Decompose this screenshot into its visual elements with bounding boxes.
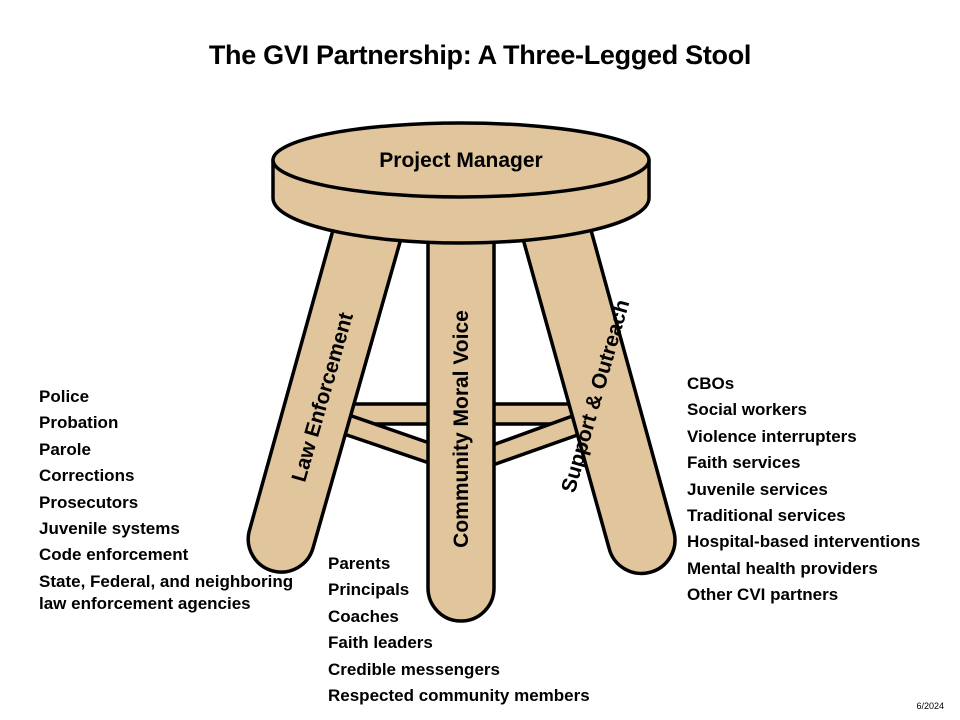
list-item: Coaches	[328, 606, 399, 626]
seat-label: Project Manager	[379, 149, 542, 172]
leg-law-enforcement	[246, 210, 406, 574]
list-item: Social workers	[687, 400, 808, 420]
list-item: CBOs	[687, 374, 735, 393]
community-partner-list: Parents Principals Coaches Faith leaders…	[328, 551, 590, 709]
list-item: Code enforcement	[39, 545, 189, 565]
list-item: Traditional services	[687, 506, 846, 526]
list-item: Juvenile services	[687, 479, 828, 499]
list-item: Credible messengers	[328, 659, 500, 679]
list-item: Parole	[39, 439, 91, 459]
list-item: Hospital-based interventions	[687, 532, 921, 552]
list-item: Respected community members	[328, 686, 590, 706]
list-item: State, Federal, and neighboring law enfo…	[39, 571, 294, 613]
list-item: Mental health providers	[687, 558, 878, 578]
leg-community-moral-voice	[426, 236, 496, 623]
list-item: Police	[39, 387, 90, 406]
list-item: Principals	[328, 580, 410, 600]
support-outreach-partner-list: CBOs Social workers Violence interrupter…	[687, 371, 920, 609]
list-item: Juvenile systems	[39, 519, 180, 539]
leg-label-community-moral-voice: Community Moral Voice	[450, 310, 473, 548]
list-item: Other CVI partners	[687, 585, 839, 605]
list-item: Violence interrupters	[687, 426, 857, 446]
list-item: Probation	[39, 413, 119, 433]
list-item: Prosecutors	[39, 492, 139, 512]
leg-support-outreach	[518, 210, 677, 576]
list-item: Faith services	[687, 453, 801, 473]
diagram-title: The GVI Partnership: A Three-Legged Stoo…	[208, 40, 752, 70]
date-footnote: 6/2024	[916, 701, 944, 711]
list-item: Corrections	[39, 466, 135, 486]
list-item: Faith leaders	[328, 633, 433, 653]
law-enforcement-partner-list: Police Probation Parole Corrections Pros…	[39, 384, 304, 615]
stool-seat-top	[271, 121, 651, 199]
list-item: Parents	[328, 554, 391, 573]
